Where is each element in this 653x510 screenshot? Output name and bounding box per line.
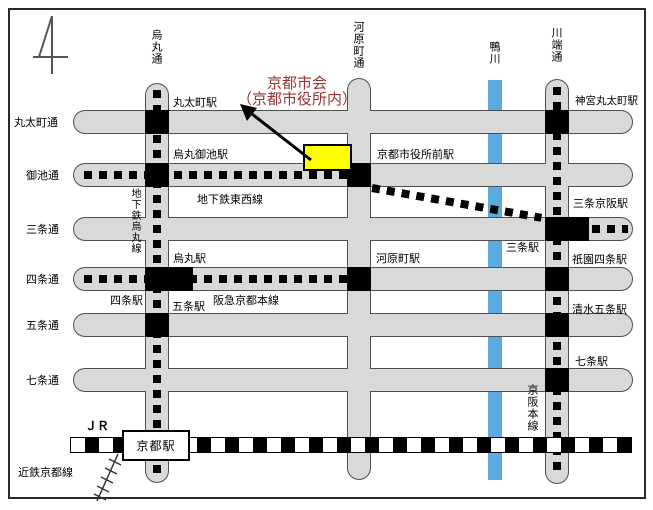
station-label-jingu-marutamachi: 神宮丸太町駅 [575, 95, 638, 107]
station-block-kiyomizu-gojo [545, 313, 569, 337]
river-label-kamogawa: 鴨川 [488, 41, 501, 65]
street-label-marutamachi-dori: 丸太町通 [14, 116, 58, 129]
map-frame [8, 8, 646, 499]
station-block-shichijo [545, 368, 569, 392]
station-block-gojo [145, 313, 169, 337]
destination-title-line1: 京都市会 [266, 74, 327, 92]
station-label-sanjo-keihan: 三条京阪駅 [573, 197, 628, 210]
street-label-kawabata-dori: 川端通 [550, 27, 563, 63]
station-label-karasuma-oike: 烏丸御池駅 [173, 148, 228, 161]
kintetsu-line [93, 453, 122, 502]
line-label-jr: ＪＲ [85, 419, 110, 433]
street-label-shijo-dori: 四条通 [26, 273, 59, 286]
street-label-sanjo-dori: 三条通 [26, 223, 59, 236]
station-block-karasuma-oike [145, 163, 169, 187]
station-label-karasuma: 烏丸駅 [173, 252, 206, 265]
station-label-kawaramachi: 河原町駅 [376, 252, 420, 265]
destination-title-line2: （京都市役所内） [236, 90, 357, 108]
station-label-kyoto: 京都駅 [136, 439, 176, 453]
line-label-keihan: 京阪本線 [526, 384, 539, 432]
station-label-gojo: 五条駅 [172, 300, 205, 313]
station-block-marutamachi [145, 110, 169, 134]
street-label-shichijo-dori: 七条通 [26, 374, 59, 387]
station-label-shiyakusho-mae: 京都市役所前駅 [377, 148, 454, 161]
station-label-marutamachi: 丸太町駅 [173, 96, 217, 109]
line-label-tozai-subway: 地下鉄東西線 [197, 193, 263, 206]
station-label-kiyomizu-gojo: 清水五条駅 [572, 303, 627, 316]
station-label-gion-shijo: 祇園四条駅 [572, 253, 627, 266]
street-label-kawaramachi-dori: 河原町通 [352, 21, 365, 69]
street-label-oike-dori: 御池通 [26, 169, 59, 182]
line-label-karasuma-subway: 地下鉄烏丸線 [129, 188, 140, 254]
line-label-kintetsu: 近鉄京都線 [18, 466, 73, 479]
destination-arrow-icon [240, 104, 312, 162]
highlight-box-city-hall [303, 144, 352, 171]
station-label-shichijo: 七条駅 [575, 355, 608, 368]
station-label-sanjo: 三条駅 [506, 241, 539, 254]
station-block-jingu-marutamachi [545, 110, 569, 134]
destination-title: 京都市会 （京都市役所内） [222, 75, 372, 107]
station-label-shijo: 四条駅 [110, 294, 143, 307]
tozai-subway-line-oike [84, 171, 348, 179]
street-label-gojo-dori: 五条通 [26, 319, 59, 332]
station-block-gion-shijo [545, 267, 569, 291]
jr-line [70, 437, 632, 453]
station-box-kyoto: 京都駅 [122, 430, 190, 461]
station-block-sanjo-keihan [545, 217, 589, 241]
hankyu-kyoto-line [84, 275, 347, 283]
keihan-line-east-stub [592, 225, 628, 233]
north-arrow-icon [33, 15, 68, 74]
station-block-kawaramachi [347, 267, 371, 291]
station-block-karasuma-shijo [145, 267, 193, 291]
line-label-hankyu: 阪急京都本線 [213, 294, 279, 307]
street-label-karasuma-dori: 烏丸通 [150, 29, 163, 65]
